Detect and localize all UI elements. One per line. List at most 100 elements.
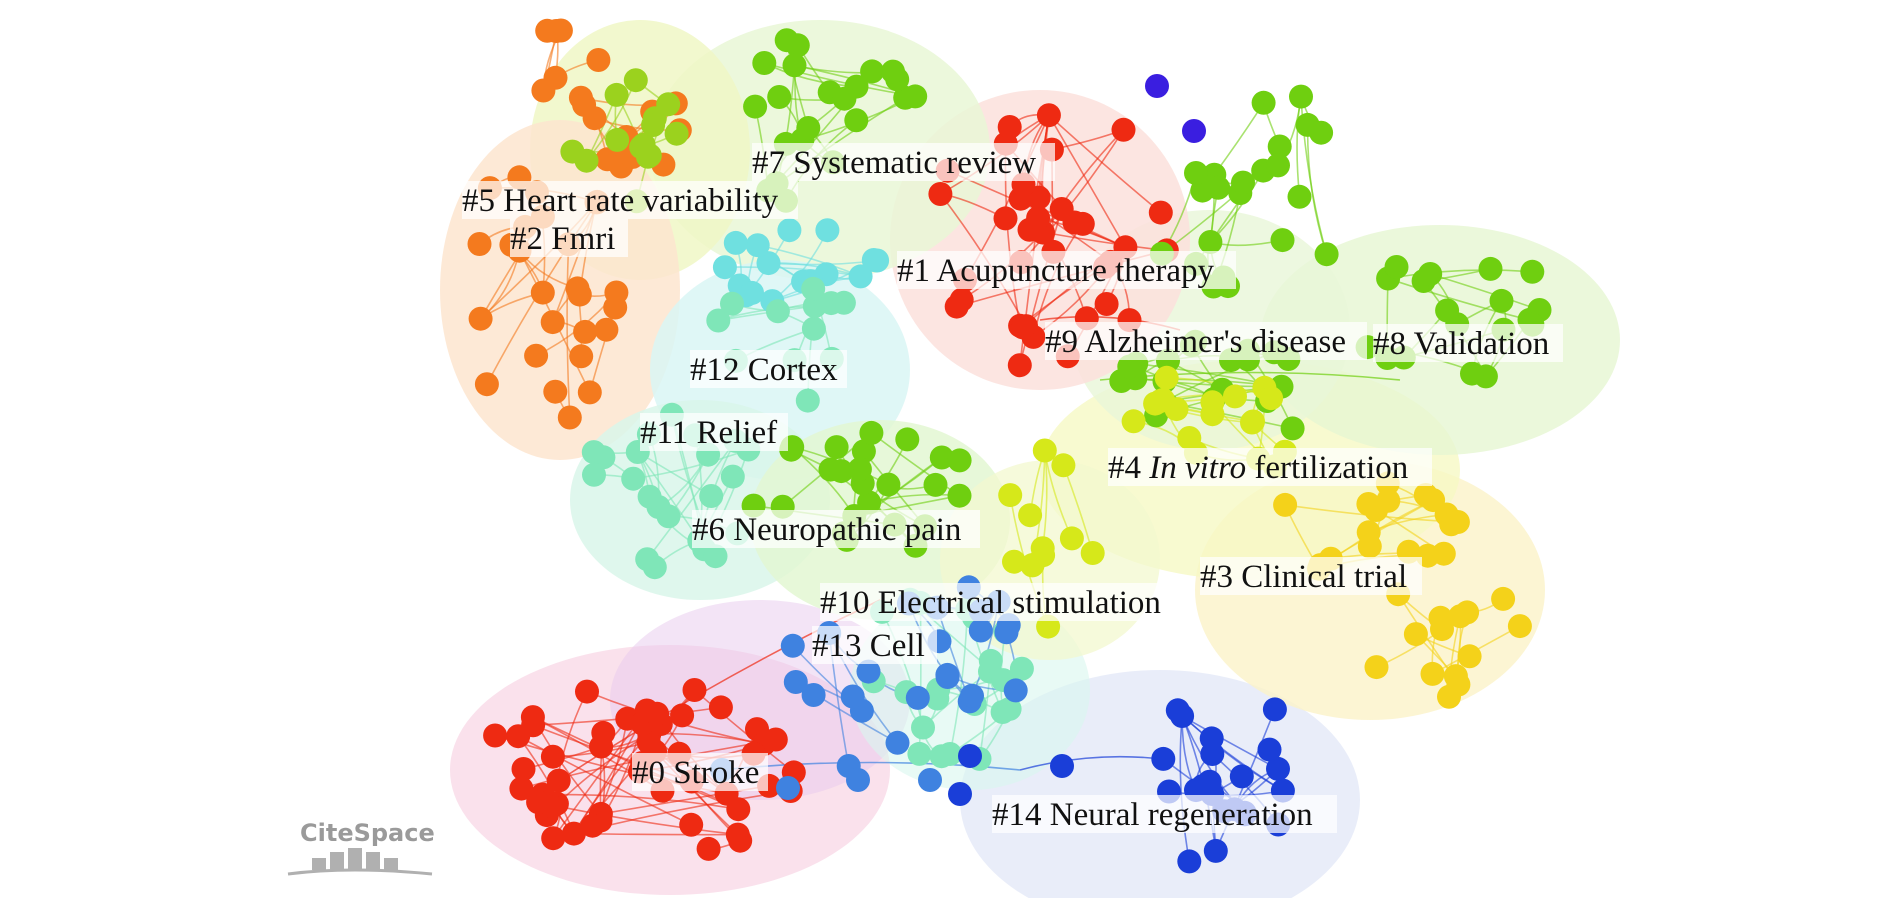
cluster-label-7: #7 Systematic review <box>752 145 1036 181</box>
network-edge <box>517 735 692 826</box>
network-node <box>582 462 606 487</box>
network-node <box>893 85 918 110</box>
network-node <box>1184 161 1208 185</box>
network-node <box>1403 622 1428 647</box>
network-node <box>623 68 648 93</box>
cluster-label-4-suffix: fertilization <box>1254 450 1408 486</box>
network-node <box>1364 655 1389 680</box>
network-node <box>905 685 930 710</box>
network-node <box>540 744 565 769</box>
logo-book-icon <box>287 868 433 876</box>
network-node <box>859 420 884 445</box>
network-node <box>1165 698 1190 723</box>
network-node <box>524 343 549 368</box>
network-node <box>801 276 826 301</box>
network-node <box>1154 365 1179 390</box>
network-node <box>1428 605 1453 630</box>
network-node <box>1203 838 1228 863</box>
logo-text: CiteSpace <box>300 819 435 847</box>
network-node <box>1491 586 1516 611</box>
network-node <box>1117 354 1142 379</box>
network-node <box>1437 684 1461 709</box>
network-node <box>1314 242 1339 267</box>
network-node <box>1455 600 1480 625</box>
network-node <box>860 59 885 84</box>
network-node <box>535 18 560 43</box>
network-node <box>993 206 1018 231</box>
network-node <box>1460 361 1484 386</box>
network-node <box>1241 409 1265 434</box>
network-node <box>1011 315 1035 340</box>
network-node <box>1266 756 1290 781</box>
network-node <box>708 695 733 720</box>
network-node <box>656 92 681 117</box>
network-edge <box>1020 129 1125 263</box>
network-node <box>605 127 630 152</box>
network-node <box>1489 288 1514 313</box>
cluster-label-11: #11 Relief <box>640 415 777 451</box>
network-node <box>960 683 984 708</box>
network-node <box>474 372 499 397</box>
network-node <box>1020 553 1045 578</box>
network-node <box>1111 117 1136 142</box>
network-node <box>856 659 881 684</box>
network-node <box>801 683 826 707</box>
network-node <box>947 483 972 508</box>
network-node <box>776 776 800 800</box>
network-node <box>1309 120 1334 145</box>
network-node <box>1364 498 1389 522</box>
cluster-label-14: #14 Neural regeneration <box>992 797 1313 833</box>
cluster-label-1: #1 Acupuncture therapy <box>897 253 1215 289</box>
network-node <box>844 108 869 133</box>
network-node <box>1080 541 1105 565</box>
cluster-label-9: #9 Alzheimer's disease <box>1045 324 1346 360</box>
network-node <box>1003 678 1028 703</box>
network-node <box>824 435 849 460</box>
network-node <box>876 472 901 497</box>
network-node <box>728 828 753 853</box>
network-node <box>1413 483 1438 507</box>
network-node <box>829 459 854 484</box>
network-node <box>752 51 777 75</box>
network-node <box>699 484 724 508</box>
network-node <box>881 59 905 84</box>
network-node <box>765 299 790 324</box>
network-node <box>831 290 856 315</box>
network-edge <box>1306 124 1328 255</box>
network-node <box>846 768 870 792</box>
network-node <box>1032 438 1057 463</box>
network-node <box>621 466 646 491</box>
network-node <box>1094 292 1119 316</box>
network-node <box>645 701 670 726</box>
network-node <box>1200 390 1225 415</box>
network-node <box>777 218 802 243</box>
cluster-label-12: #12 Cortex <box>690 352 838 388</box>
network-node <box>948 782 972 806</box>
network-node <box>706 308 731 333</box>
network-node <box>783 670 808 694</box>
network-node <box>561 821 586 846</box>
network-node <box>918 768 942 792</box>
label-bg <box>897 251 1236 289</box>
network-node <box>929 445 954 470</box>
network-node <box>885 730 910 755</box>
network-node <box>1478 256 1503 281</box>
network-node <box>958 744 982 768</box>
network-node <box>720 464 745 489</box>
network-node <box>1266 153 1290 178</box>
network-node <box>696 836 721 861</box>
network-node <box>577 380 602 405</box>
network-node <box>1070 211 1095 236</box>
network-node <box>1030 536 1055 561</box>
network-node <box>994 620 1019 645</box>
label-bg <box>1108 448 1432 486</box>
network-node <box>1059 526 1084 551</box>
network-node <box>656 504 681 529</box>
network-node <box>935 662 960 687</box>
network-edge <box>1387 277 1530 321</box>
citespace-logo: CiteSpace <box>287 819 435 876</box>
network-node <box>603 295 628 320</box>
label-bg <box>462 181 798 219</box>
network-node <box>1445 510 1470 534</box>
network-node <box>997 115 1022 139</box>
